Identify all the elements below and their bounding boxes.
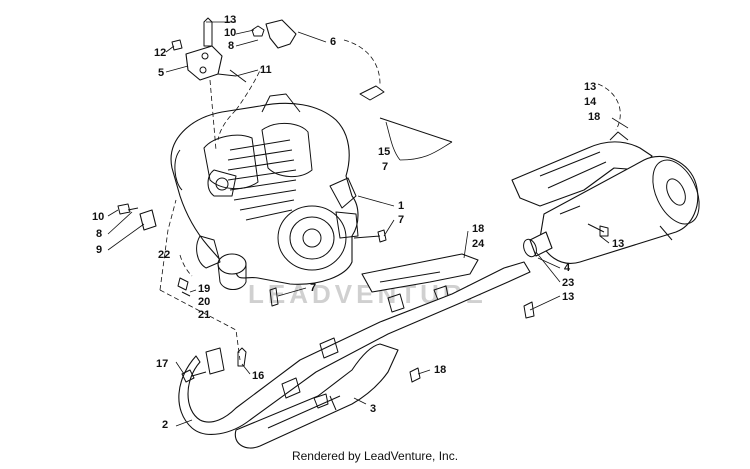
- bolt-18-lower: [409, 367, 421, 383]
- callout-7: 7: [382, 161, 388, 173]
- callout-16: 16: [252, 370, 264, 382]
- hanger-16: [237, 347, 247, 367]
- callout-13: 13: [562, 291, 574, 303]
- lower-heat-shield: [234, 343, 399, 449]
- callout-13: 13: [584, 81, 596, 93]
- callout-18: 18: [588, 111, 600, 123]
- callout-4: 4: [564, 262, 571, 274]
- callout-18: 18: [434, 364, 446, 376]
- callout-10: 10: [92, 211, 104, 223]
- callout-24: 24: [472, 238, 485, 250]
- footer-credit: Rendered by LeadVenture, Inc.: [291, 449, 459, 463]
- callout-17: 17: [156, 358, 168, 370]
- callout-13: 13: [612, 238, 624, 250]
- clamp-17: [181, 369, 207, 383]
- callout-20: 20: [198, 296, 210, 308]
- callout-7: 7: [398, 214, 404, 226]
- callout-12: 12: [154, 47, 166, 59]
- muffler: [523, 155, 700, 264]
- bolt-13-right: [587, 223, 609, 237]
- callout-labels: 13 10 8 12 5 11 6 13 14 18 15 7 1 7 10 8…: [92, 14, 624, 431]
- callout-18: 18: [472, 223, 484, 235]
- header-pipe: [178, 261, 531, 435]
- bolt-13-lower: [523, 301, 535, 319]
- engine-assembly: [170, 93, 359, 290]
- callout-8: 8: [96, 228, 102, 240]
- callout-2: 2: [162, 419, 168, 431]
- lower-bolt-7c: [269, 287, 279, 307]
- callout-5: 5: [158, 67, 164, 79]
- callout-10: 10: [224, 27, 236, 39]
- callout-3: 3: [370, 403, 376, 415]
- upper-bolts: [171, 17, 265, 83]
- lower-left-clips: [177, 277, 191, 297]
- callout-6: 6: [330, 36, 336, 48]
- callout-7: 7: [310, 282, 316, 294]
- callout-21: 21: [198, 309, 210, 321]
- heat-shield-bracket-right: [359, 85, 453, 143]
- callout-9: 9: [96, 244, 102, 256]
- callout-8: 8: [228, 40, 234, 52]
- callout-22: 22: [158, 249, 170, 261]
- callout-19: 19: [198, 283, 210, 295]
- upper-bracket-6: [265, 19, 297, 49]
- callout-15: 15: [378, 146, 390, 158]
- left-spacer-hardware: [117, 203, 157, 231]
- muffler-heat-shield: [511, 131, 653, 207]
- callout-14: 14: [584, 96, 597, 108]
- right-bolt-7b: [353, 229, 387, 243]
- upper-left-bracket: [185, 45, 223, 81]
- callout-11: 11: [260, 64, 272, 76]
- leader-lines: [107, 21, 629, 427]
- callout-1: 1: [398, 200, 404, 212]
- callout-13: 13: [224, 14, 236, 26]
- callout-23: 23: [562, 277, 574, 289]
